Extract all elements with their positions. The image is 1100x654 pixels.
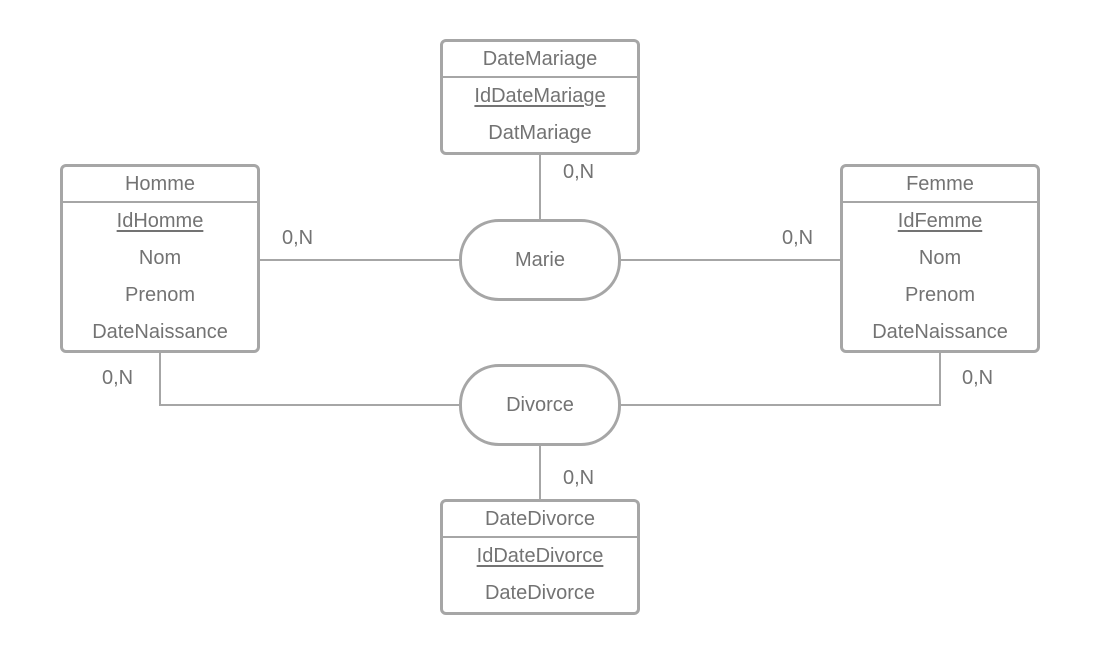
entity-homme[interactable]: Homme IdHomme Nom Prenom DateNaissance — [60, 164, 260, 353]
entity-primary-key: IdFemme — [897, 210, 983, 232]
entity-attribute: DatMariage — [488, 122, 592, 144]
entity-date-divorce[interactable]: DateDivorce IdDateDivorce DateDivorce — [440, 499, 640, 615]
cardinality-divorce-datedivorce: 0,N — [563, 467, 595, 489]
cardinality-divorce-homme: 0,N — [102, 367, 134, 389]
cardinality-divorce-femme: 0,N — [962, 367, 994, 389]
entity-title: DateMariage — [443, 42, 637, 78]
relation-divorce[interactable]: Divorce — [459, 364, 621, 446]
entity-attribute: DateDivorce — [484, 582, 596, 604]
entity-title: Femme — [843, 167, 1037, 203]
entity-date-mariage[interactable]: DateMariage IdDateMariage DatMariage — [440, 39, 640, 155]
entity-attribute: Nom — [918, 247, 962, 269]
relation-marie[interactable]: Marie — [459, 219, 621, 301]
entity-attribute: DateNaissance — [92, 321, 228, 343]
entity-title: DateDivorce — [443, 502, 637, 538]
cardinality-marie-homme: 0,N — [282, 227, 314, 249]
entity-primary-key: IdDateDivorce — [476, 545, 604, 567]
entity-title: Homme — [63, 167, 257, 203]
entity-femme[interactable]: Femme IdFemme Nom Prenom DateNaissance — [840, 164, 1040, 353]
line-divorce-femme — [620, 352, 941, 406]
entity-attribute: DateNaissance — [872, 321, 1008, 343]
cardinality-marie-femme: 0,N — [782, 227, 814, 249]
entity-primary-key: IdDateMariage — [474, 85, 606, 107]
entity-attribute: Prenom — [904, 284, 976, 306]
entity-attribute: Prenom — [124, 284, 196, 306]
entity-primary-key: IdHomme — [116, 210, 204, 232]
cardinality-marie-datemariage: 0,N — [563, 161, 595, 183]
entity-attribute: Nom — [138, 247, 182, 269]
line-divorce-homme — [159, 352, 460, 406]
